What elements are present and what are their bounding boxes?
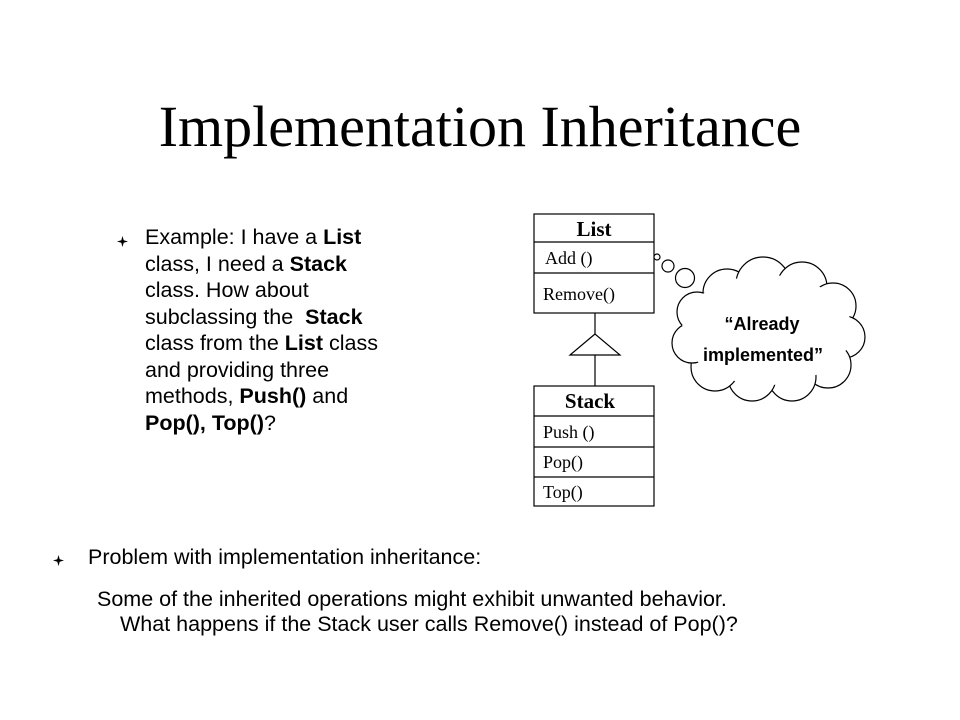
example-line: Pop(), Top()? <box>145 410 475 437</box>
thought-bubble-large <box>674 267 696 289</box>
callout-line-1: “Already <box>724 314 799 334</box>
example-line: methods, Push() and <box>145 383 475 410</box>
text-run: class, I need a <box>145 251 290 276</box>
text-run: class <box>323 331 378 355</box>
example-line: Example: I have a List <box>145 224 475 251</box>
bold-term: List <box>323 225 362 249</box>
list-class-box <box>533 213 655 314</box>
slide-title: Implementation Inheritance <box>158 94 802 159</box>
problem-text-line-2: What happens if the Stack user calls Rem… <box>120 612 738 636</box>
stack-method-pop: Pop() <box>543 452 583 473</box>
text-run: and <box>306 384 349 408</box>
text-run: class from the <box>145 331 285 355</box>
thought-bubble-small <box>653 253 661 261</box>
text-run: Example: I have a <box>145 225 324 249</box>
stack-class-name: Stack <box>565 389 615 413</box>
diamond-bullet-icon <box>117 236 128 247</box>
text-run: subclassing the <box>145 304 306 329</box>
list-method-remove: Remove() <box>543 284 615 305</box>
stack-method-top: Top() <box>543 482 583 503</box>
text-run: ? <box>264 410 276 435</box>
text-run: methods, <box>145 384 240 408</box>
thought-bubble-medium <box>661 259 675 273</box>
callout-line-2: implemented” <box>703 345 823 365</box>
stack-class-box <box>533 385 655 507</box>
list-class-name: List <box>576 217 611 241</box>
example-line: and providing three <box>145 357 475 384</box>
bold-term: Stack <box>289 251 347 276</box>
inheritance-triangle <box>568 333 622 356</box>
diamond-bullet-icon <box>53 555 64 566</box>
example-line: subclassing the Stack <box>145 304 475 331</box>
text-run: and providing three <box>145 357 330 382</box>
text-run: class. How about <box>145 278 309 302</box>
example-line: class. How about <box>145 277 475 304</box>
bold-term: Pop(), Top() <box>145 410 264 435</box>
bold-term: Push() <box>239 384 307 408</box>
bold-term: List <box>284 331 324 355</box>
example-line: class, I need a Stack <box>145 251 475 278</box>
stack-method-push: Push () <box>543 422 595 443</box>
problem-heading: Problem with implementation inheritance: <box>88 545 482 569</box>
bold-term: Stack <box>305 304 363 329</box>
example-line: class from the List class <box>145 330 475 357</box>
list-method-add: Add () <box>545 248 593 269</box>
problem-text-line-1: Some of the inherited operations might e… <box>97 587 727 611</box>
